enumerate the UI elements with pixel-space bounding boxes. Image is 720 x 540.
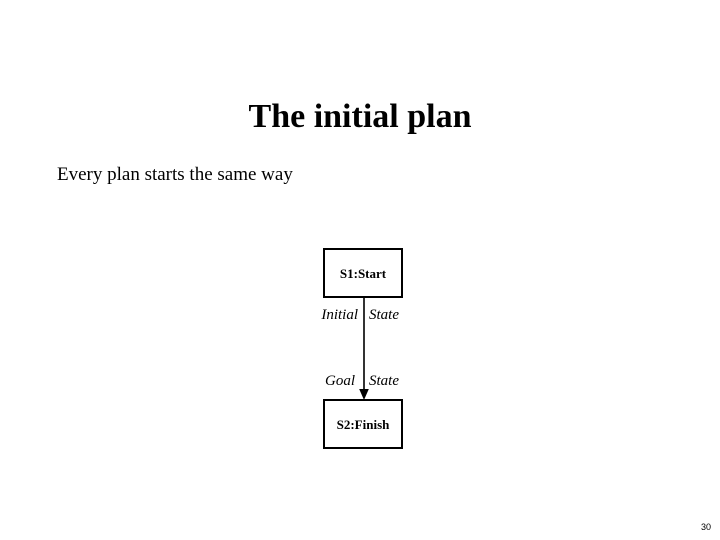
node-s1-start: S1:Start	[323, 248, 403, 298]
edge-label-initial-state: State	[369, 307, 399, 323]
node-s2-label: S2:Finish	[336, 416, 390, 432]
node-s1-label: S1:Start	[339, 265, 387, 281]
edge-label-goal: Goal	[325, 373, 355, 389]
arrowhead-icon	[359, 389, 369, 400]
causal-link-arrow-icon	[359, 298, 369, 400]
edge-label-goal-state: State	[369, 373, 399, 389]
edge-label-initial: Initial	[321, 307, 358, 323]
page-title: The initial plan	[248, 97, 472, 135]
body-text: Every plan starts the same way	[57, 164, 293, 185]
page-number: 30	[700, 522, 711, 532]
node-s2-finish: S2:Finish	[323, 399, 403, 449]
